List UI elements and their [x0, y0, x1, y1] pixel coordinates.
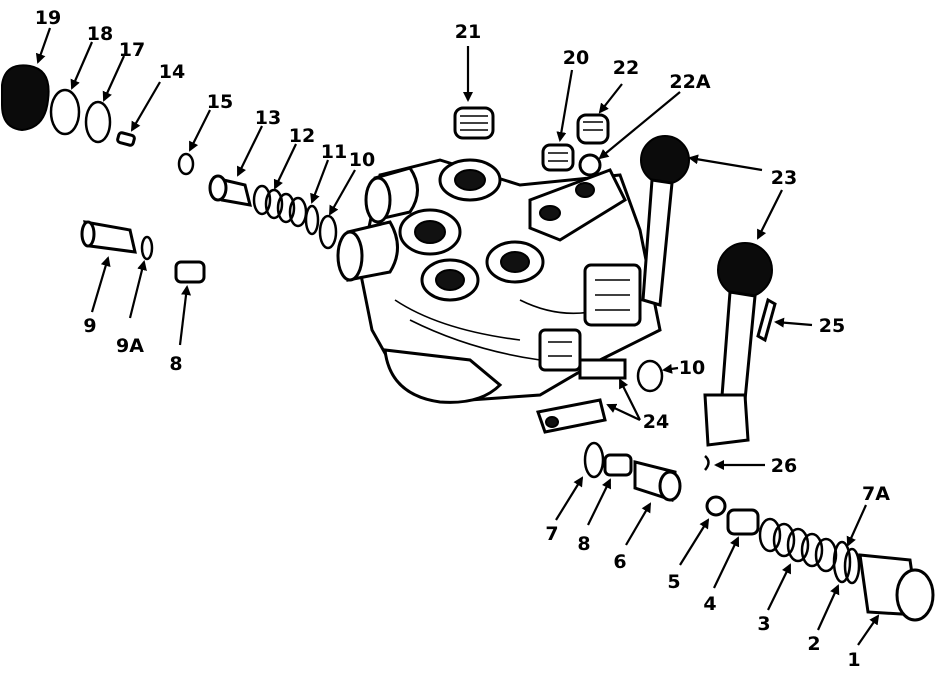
gasket-17	[84, 100, 112, 144]
cap-19	[0, 64, 50, 132]
callout-19: 19	[35, 7, 61, 29]
ring-15	[177, 152, 195, 176]
callout-10-right: 10	[679, 357, 705, 379]
lever-installed	[640, 135, 690, 307]
seal-9a	[140, 235, 154, 261]
callout-9: 9	[83, 315, 96, 337]
callout-6: 6	[613, 551, 626, 573]
callout-15: 15	[207, 91, 233, 113]
seat-6	[633, 460, 682, 502]
callout-21: 21	[455, 21, 481, 43]
plug-20	[541, 143, 575, 172]
clip-26	[704, 455, 710, 471]
callout-4: 4	[703, 593, 716, 615]
callout-12: 12	[289, 125, 315, 147]
o-ring-7a	[843, 547, 861, 585]
callout-8-left: 8	[169, 353, 182, 375]
callout-8-lower: 8	[577, 533, 590, 555]
ball-22a	[578, 153, 602, 177]
callout-2: 2	[807, 633, 820, 655]
callout-9a: 9A	[116, 335, 144, 357]
spring-3	[758, 517, 838, 573]
plug-9	[80, 220, 137, 254]
spring-12	[252, 184, 308, 228]
callout-22a: 22A	[669, 71, 710, 93]
callout-25: 25	[819, 315, 845, 337]
o-ring-18	[49, 88, 81, 136]
callout-labels: 19 18 17 14 15 13 12 11 10 9 9A 8 21 20 …	[35, 7, 890, 671]
o-ring-10-right	[636, 359, 664, 393]
guide-4	[726, 508, 760, 536]
washer-2	[832, 540, 852, 584]
plug-8-left	[174, 260, 206, 284]
screw-22	[576, 113, 610, 145]
washer-11	[304, 204, 320, 236]
callout-10-upper: 10	[349, 149, 375, 171]
seal-7	[583, 441, 605, 479]
o-ring-10-upper	[318, 214, 338, 250]
lever-removed	[703, 242, 773, 447]
callout-24: 24	[643, 411, 669, 433]
callout-22: 22	[613, 57, 639, 79]
callout-23: 23	[771, 167, 797, 189]
poppet-8-lower	[603, 453, 633, 477]
callout-3: 3	[757, 613, 770, 635]
link-24	[536, 358, 627, 434]
pin-25	[756, 297, 777, 343]
valve-body	[336, 158, 662, 404]
callout-1: 1	[847, 649, 860, 671]
leader-lines	[35, 27, 880, 646]
callout-14: 14	[159, 61, 185, 83]
callout-20: 20	[563, 47, 589, 69]
callout-5: 5	[667, 571, 680, 593]
filter-21	[453, 106, 495, 140]
callout-11: 11	[321, 141, 347, 163]
ball-5	[705, 495, 727, 517]
plug-1	[858, 553, 935, 622]
callout-7a: 7A	[862, 483, 890, 505]
callout-7: 7	[545, 523, 558, 545]
callout-26: 26	[771, 455, 797, 477]
callout-18: 18	[87, 23, 113, 45]
set-screw-14	[116, 131, 136, 147]
callout-17: 17	[119, 39, 145, 61]
callout-13: 13	[255, 107, 281, 129]
cup-13	[208, 174, 253, 207]
